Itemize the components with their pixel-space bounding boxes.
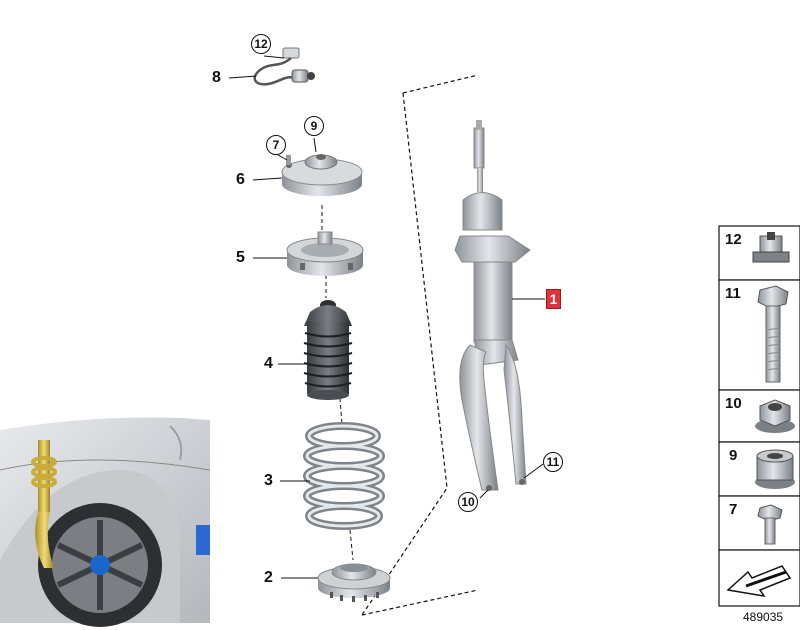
spring-seat-part bbox=[286, 231, 364, 276]
side-panel-number-11: 11 bbox=[725, 285, 741, 302]
side-panel-number-12: 12 bbox=[725, 231, 742, 248]
explode-axis bbox=[321, 205, 354, 561]
lower-spring-seat-part bbox=[317, 563, 391, 602]
vehicle-inset-image bbox=[0, 413, 211, 627]
strut-part bbox=[454, 120, 531, 491]
arrow-pointer-icon bbox=[726, 565, 792, 598]
callout-11: 11 bbox=[543, 452, 563, 472]
dust-boot-part bbox=[303, 300, 353, 400]
flange-nut-icon bbox=[755, 399, 795, 433]
reference-number: 489035 bbox=[743, 610, 784, 624]
top-mount-part bbox=[281, 154, 363, 196]
small-bolt-icon bbox=[757, 504, 783, 545]
side-panel-number-7: 7 bbox=[729, 501, 738, 518]
castle-nut-icon bbox=[755, 449, 795, 489]
assembly-bracket bbox=[361, 74, 479, 616]
callout-10: 10 bbox=[458, 492, 478, 512]
hex-bolt-icon bbox=[757, 285, 789, 383]
sensor-cable-part bbox=[253, 47, 315, 86]
coil-spring-part bbox=[303, 422, 385, 530]
leader-lines bbox=[228, 55, 545, 579]
callout-12: 12 bbox=[251, 34, 271, 54]
callout-6: 6 bbox=[236, 171, 245, 188]
callout-8: 8 bbox=[212, 69, 221, 86]
callout-7: 7 bbox=[266, 135, 286, 155]
callout-5: 5 bbox=[236, 249, 245, 266]
callout-3: 3 bbox=[264, 472, 273, 489]
callout-1-highlighted: 1 bbox=[546, 289, 561, 309]
callout-2: 2 bbox=[264, 569, 273, 586]
side-panel-number-9: 9 bbox=[729, 447, 738, 464]
clip-nut-icon bbox=[752, 232, 790, 263]
callout-4: 4 bbox=[264, 355, 273, 372]
callout-9: 9 bbox=[304, 116, 324, 136]
side-panel-number-10: 10 bbox=[725, 395, 742, 412]
